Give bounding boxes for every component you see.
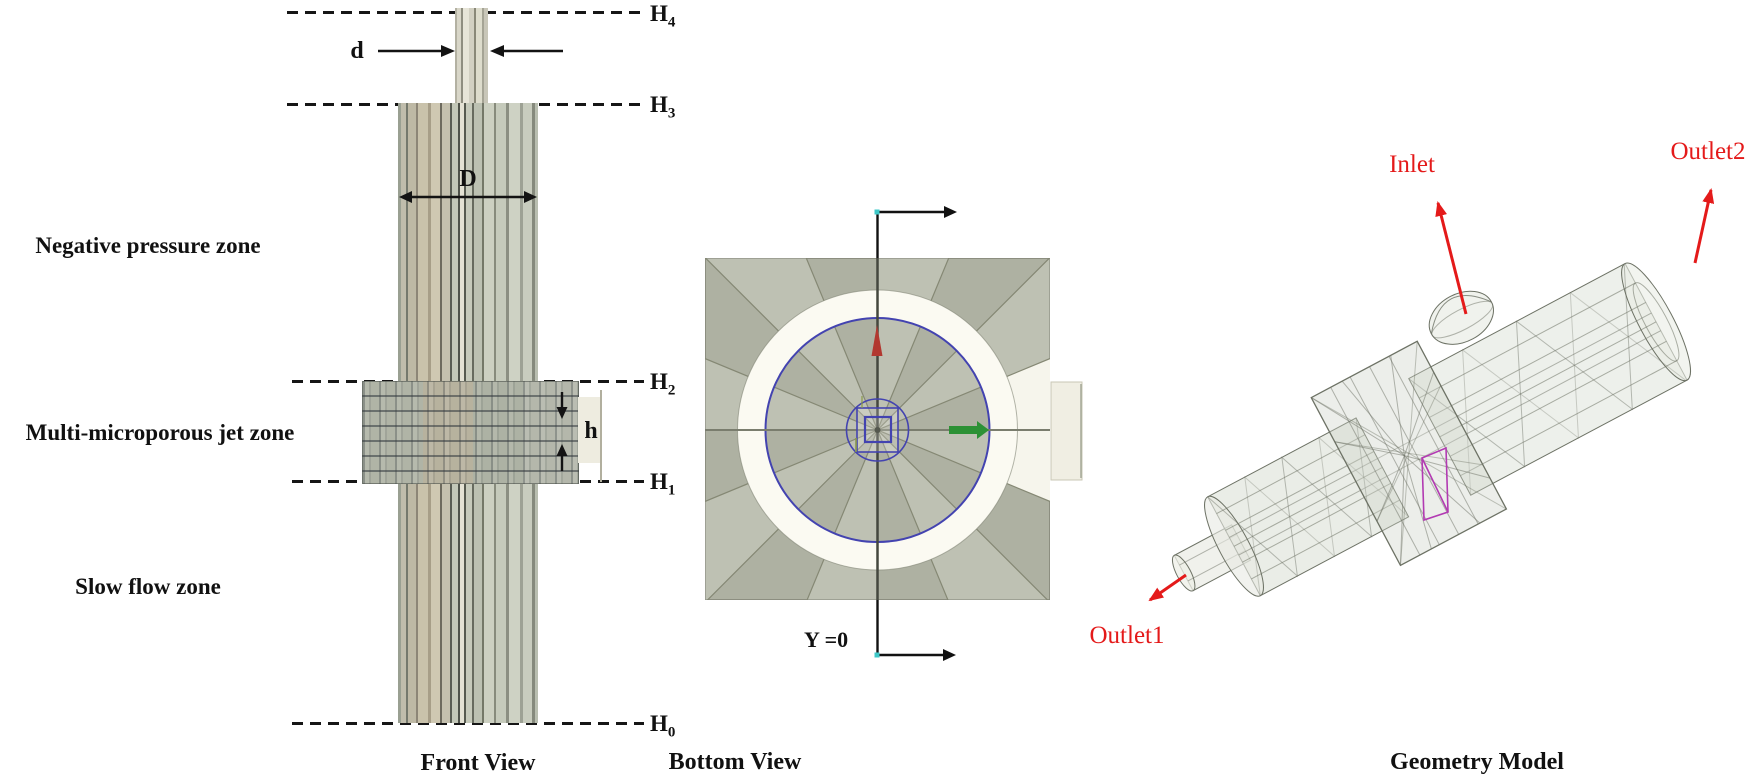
- bottom-view-drawing: [705, 258, 1050, 600]
- front-view-side-plate-edge: [600, 390, 602, 482]
- h3-label: H3: [650, 92, 676, 122]
- h0-dashed-line: [292, 722, 644, 725]
- caption-bottom-view: Bottom View: [668, 749, 802, 775]
- front-view-side-plate: [578, 397, 600, 463]
- outlet1-arrow: [1148, 573, 1187, 602]
- top-axis: [876, 210, 945, 258]
- front-view-jet-collar: [362, 381, 579, 484]
- h2-label: H2: [650, 369, 676, 399]
- geometry-model-wireframe: [1171, 262, 1691, 597]
- magenta-face: [1421, 446, 1449, 522]
- bottom-axis-origin-dot: [874, 652, 880, 658]
- outlet2-arrow: [1693, 188, 1715, 264]
- bottom-view-overlays: [874, 206, 1083, 661]
- dim-label-D: D: [459, 166, 477, 192]
- bottom-axis: [876, 600, 944, 657]
- caption-geometry-model: Geometry Model: [1390, 749, 1564, 775]
- outlet2-label: Outlet2: [1670, 138, 1746, 165]
- h0-label: H0: [650, 711, 676, 741]
- bottom-view-side-tab: [1050, 381, 1083, 481]
- zone-label-multi-microporous-jet: Multi-microporous jet zone: [25, 420, 295, 445]
- zone-label-negative-pressure: Negative pressure zone: [35, 233, 261, 258]
- inlet-label: Inlet: [1389, 151, 1435, 178]
- y-zero-label: Y =0: [804, 627, 849, 652]
- front-view-nozzle-tube: [455, 8, 488, 105]
- top-axis-origin-dot: [874, 209, 880, 215]
- zone-label-slow-flow: Slow flow zone: [75, 574, 221, 599]
- dim-label-h: h: [584, 418, 598, 444]
- inlet-arrow: [1435, 201, 1468, 315]
- h1-label: H1: [650, 469, 676, 499]
- caption-front-view: Front View: [420, 750, 536, 776]
- outlet1-label: Outlet1: [1089, 622, 1165, 649]
- h4-label: H4: [650, 1, 676, 31]
- dimension-arrows: [378, 45, 568, 471]
- annotation-arrows: [1148, 188, 1715, 602]
- dim-label-d: d: [350, 38, 364, 64]
